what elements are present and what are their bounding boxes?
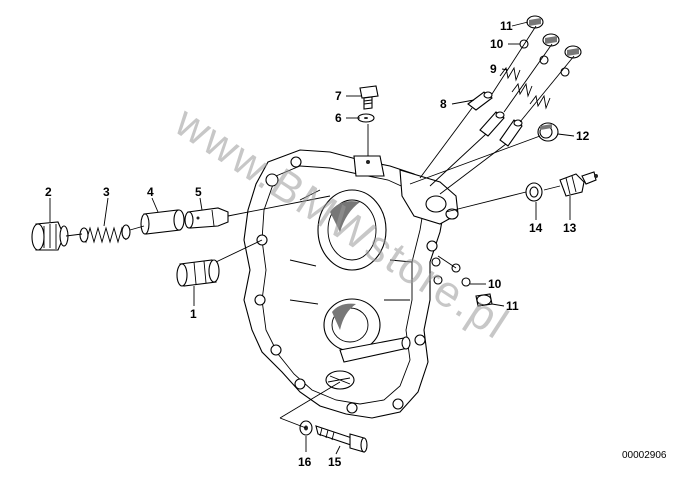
bush-1: [176, 259, 220, 287]
diagram-code: 00002906: [622, 450, 667, 461]
piston-5: [184, 207, 229, 229]
screw-plug-2: [31, 221, 69, 251]
callout-10-side: 10: [488, 277, 502, 291]
washer-6: [357, 113, 375, 123]
seal-ring-14: [525, 182, 543, 202]
callout-10-top: 10: [490, 37, 504, 51]
cap-12: [537, 122, 559, 142]
transmission-housing: [243, 149, 459, 419]
spring-3: [79, 224, 131, 244]
switch-13: [559, 171, 598, 197]
callout-15: 15: [328, 455, 342, 469]
callout-1: 1: [190, 307, 197, 321]
sleeve-4: [140, 209, 185, 235]
screw-7: [359, 85, 379, 110]
callout-2: 2: [45, 185, 52, 199]
callout-5: 5: [195, 185, 202, 199]
callout-8: 8: [440, 97, 447, 111]
callout-11-top: 11: [500, 19, 513, 33]
callout-labels: 1 2 3 4 5 6 7 8 9 10 10 11 11 12 13 14 1…: [45, 19, 590, 469]
right-part-group: [409, 122, 598, 307]
selector-rod-group: [419, 15, 582, 195]
callout-3: 3: [103, 185, 110, 199]
plug-11-top: [526, 15, 582, 59]
callout-12: 12: [576, 129, 590, 143]
ball-10-side: [451, 263, 471, 287]
callout-16: 16: [298, 455, 312, 469]
vent-screw-group: [357, 85, 379, 156]
callout-11-side: 11: [506, 299, 519, 313]
bolt-15: [315, 425, 368, 453]
callout-13: 13: [563, 221, 577, 235]
callout-14: 14: [529, 221, 543, 235]
callout-9: 9: [490, 62, 497, 76]
leader-lines: [49, 21, 575, 455]
sleeve-8: [467, 91, 523, 147]
left-part-group: [31, 195, 331, 287]
plug-11-side: [475, 293, 493, 307]
callout-7: 7: [335, 89, 342, 103]
spring-9: [499, 66, 551, 110]
callout-4: 4: [147, 185, 154, 199]
bottom-part-group: [279, 381, 368, 453]
callout-6: 6: [335, 111, 342, 125]
